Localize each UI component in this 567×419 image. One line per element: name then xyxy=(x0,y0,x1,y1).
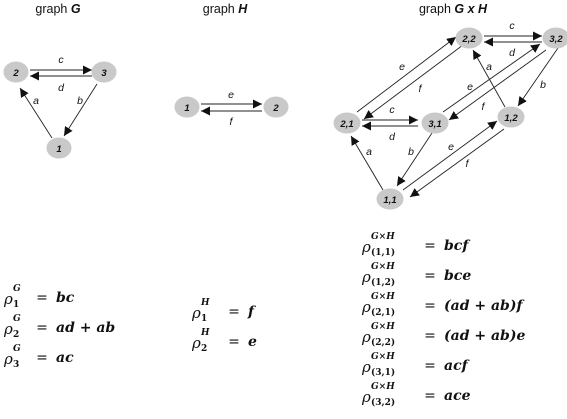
edge-label-gxh-a-bottom: a xyxy=(366,146,372,158)
edge-label-gxh-b-bottom: b xyxy=(408,146,414,158)
edge-gxh-b-bottom xyxy=(396,132,433,187)
edge-gxh-f-left xyxy=(363,44,464,120)
edge-gxh-e-bottom xyxy=(402,120,498,191)
edge-g-b xyxy=(63,83,98,137)
edge-label-gxh-f-right: f xyxy=(482,101,486,113)
edge-label-gxh-c-mid: c xyxy=(389,104,395,116)
edge-label-gxh-f-bottom: f xyxy=(466,158,470,170)
node-gxh-3-1 xyxy=(421,112,449,134)
edge-label-gxh-a-top: a xyxy=(486,61,492,73)
node-h-1 xyxy=(174,96,200,118)
edge-label-gxh-d-mid: d xyxy=(389,131,396,143)
node-gxh-1-2 xyxy=(497,106,525,128)
node-gxh-2-2 xyxy=(455,27,483,49)
title-graph-g: graph G xyxy=(35,2,80,16)
edge-label-h-f: f xyxy=(230,116,234,128)
edge-label-gxh-d-top: d xyxy=(509,47,516,59)
node-g-3 xyxy=(91,61,117,83)
edge-gxh-e-left xyxy=(356,36,457,113)
node-label-g-3: 3 xyxy=(101,68,107,79)
node-label-h-1: 1 xyxy=(184,103,189,114)
edge-g-a xyxy=(19,87,53,139)
edge-label-g-b: b xyxy=(77,95,83,107)
edge-label-gxh-b-right: b xyxy=(540,79,546,91)
edge-gxh-b-right xyxy=(517,47,559,107)
edge-gxh-f-bottom xyxy=(409,128,505,198)
edge-label-g-a: a xyxy=(33,95,39,107)
node-label-gxh-2-1: 2,1 xyxy=(339,119,353,130)
edge-gxh-e-right xyxy=(448,49,547,121)
node-label-gxh-3-2: 3,2 xyxy=(549,34,563,45)
node-label-gxh-1-1: 1,1 xyxy=(383,195,396,206)
edge-gxh-f-right xyxy=(442,43,541,113)
edge-label-gxh-e-bottom: e xyxy=(448,141,454,153)
edge-label-gxh-e-left: e xyxy=(399,61,405,73)
node-g-1 xyxy=(46,137,72,159)
title-graph-h: graph H xyxy=(203,2,248,16)
node-label-gxh-3-1: 3,1 xyxy=(428,119,441,130)
title-graph-gxh: graph G x H xyxy=(419,2,488,16)
node-g-2 xyxy=(3,61,29,83)
node-h-2 xyxy=(263,96,289,118)
graph-gxh: c d a e f e f c d a b b e f 2,2 3,2 2,1 … xyxy=(333,20,567,210)
node-label-g-1: 1 xyxy=(56,144,61,155)
node-gxh-1-1 xyxy=(376,188,404,210)
node-label-gxh-2-2: 2,2 xyxy=(461,34,476,45)
edge-label-g-c: c xyxy=(58,54,64,66)
edge-gxh-a-top xyxy=(472,49,506,108)
node-label-gxh-1-2: 1,2 xyxy=(504,113,518,124)
node-gxh-2-1 xyxy=(333,112,361,134)
node-label-h-2: 2 xyxy=(272,103,279,114)
node-gxh-3-2 xyxy=(542,27,567,49)
edge-label-gxh-c-top: c xyxy=(509,20,515,32)
edge-label-h-e: e xyxy=(228,89,234,101)
graph-g: c d a b 2 3 1 xyxy=(3,54,117,159)
node-label-g-2: 2 xyxy=(12,68,19,79)
graph-h: e f 1 2 xyxy=(174,89,289,128)
edge-label-g-d: d xyxy=(58,82,65,94)
edge-label-gxh-f-left: f xyxy=(419,83,423,95)
edge-label-gxh-e-right: e xyxy=(467,81,473,93)
edge-gxh-a-bottom xyxy=(350,135,384,191)
